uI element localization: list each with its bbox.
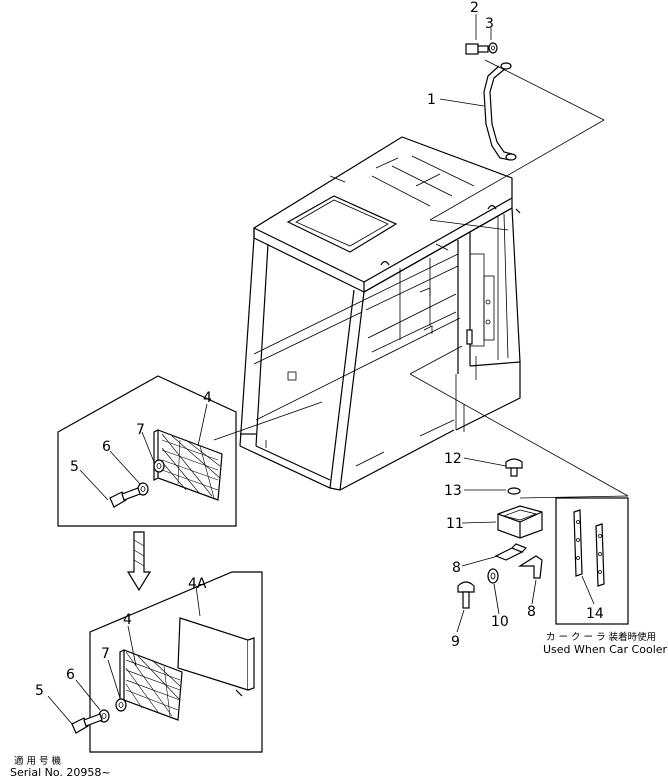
callout-4a: 4A (188, 576, 207, 592)
serial-note-jp: 適 用 号 機 (14, 755, 62, 767)
callout-leaders (47, 14, 595, 725)
callout-8-right: 8 (527, 604, 536, 620)
sequence-arrow (126, 531, 152, 592)
cooler-note-jp: カ ー ク ー ラ 装着時使用 (546, 631, 656, 643)
callout-2: 2 (470, 0, 479, 16)
cooler-bracket-detail (555, 497, 629, 625)
net-detail-upper (57, 375, 237, 527)
cooler-note-en: Used When Car Cooler (543, 643, 668, 656)
callout-9: 9 (451, 634, 460, 650)
callout-3: 3 (485, 16, 494, 32)
bracket-assembly (457, 458, 543, 609)
callout-7-upper: 7 (136, 422, 145, 438)
net-detail-lower (71, 571, 263, 753)
callout-6-upper: 6 (102, 439, 111, 455)
callout-7-lower: 7 (101, 646, 110, 662)
callout-8-left: 8 (452, 560, 461, 576)
callout-10: 10 (491, 614, 509, 630)
callout-11: 11 (446, 516, 464, 532)
callout-12: 12 (444, 451, 462, 467)
callout-14: 14 (586, 606, 604, 622)
callout-5-upper: 5 (70, 459, 79, 475)
callout-labels: 1 2 3 4 7 6 5 4A 4 7 6 5 12 13 11 8 8 9 … (35, 0, 604, 699)
callout-4-upper: 4 (203, 390, 212, 406)
callout-5-lower: 5 (35, 683, 44, 699)
cab-leader-lines (213, 59, 629, 499)
callout-1: 1 (427, 92, 436, 108)
notes: カ ー ク ー ラ 装着時使用 Used When Car Cooler 適 用… (10, 631, 668, 778)
callout-6-lower: 6 (66, 667, 75, 683)
handrail-assembly (465, 42, 517, 161)
callout-4-lower: 4 (123, 612, 132, 628)
callout-13: 13 (444, 483, 462, 499)
cab-frame (239, 136, 521, 491)
serial-number: Serial No. 20958~ (10, 766, 111, 778)
